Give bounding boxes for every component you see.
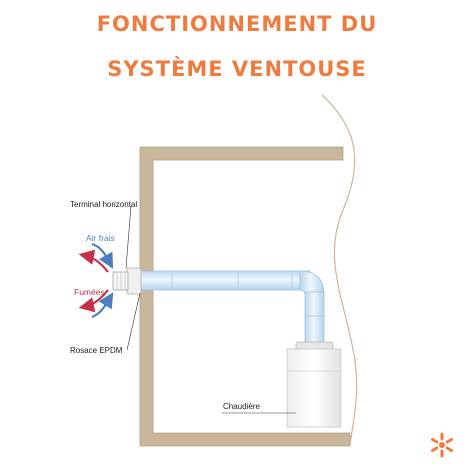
- rosace-leader-line: [126, 292, 141, 351]
- boiler-body: [286, 348, 342, 428]
- pipe-elbow: [299, 270, 325, 296]
- air-in-label: Air frais: [86, 233, 115, 243]
- fumes-arrow-bottom: [78, 289, 109, 313]
- wall-section-curve: [321, 94, 358, 447]
- boiler-label: Chaudière: [223, 402, 260, 411]
- air-in-arrow-top: [91, 242, 114, 269]
- page-title-line-1: FONCTIONNEMENT DU: [96, 12, 378, 36]
- horizontal-flue-pipe: [139, 270, 311, 291]
- page-title-line-2: SYSTÈME VENTOUSE: [107, 57, 367, 81]
- rosace-label: Rosace EPDM: [70, 346, 123, 355]
- fumes-label: Fumées: [74, 287, 105, 297]
- terminal-leader-line: [125, 205, 132, 269]
- room-wall: [139, 146, 351, 447]
- air-in-arrow-bottom: [91, 292, 114, 319]
- fumes-arrow-top: [78, 249, 109, 273]
- terminal-label: Terminal horizontal: [70, 200, 138, 209]
- terminal-collar: [126, 267, 142, 295]
- terminal-head: [112, 271, 129, 291]
- radial-dots-logo: [431, 432, 453, 458]
- vertical-flue-pipe: [304, 291, 325, 345]
